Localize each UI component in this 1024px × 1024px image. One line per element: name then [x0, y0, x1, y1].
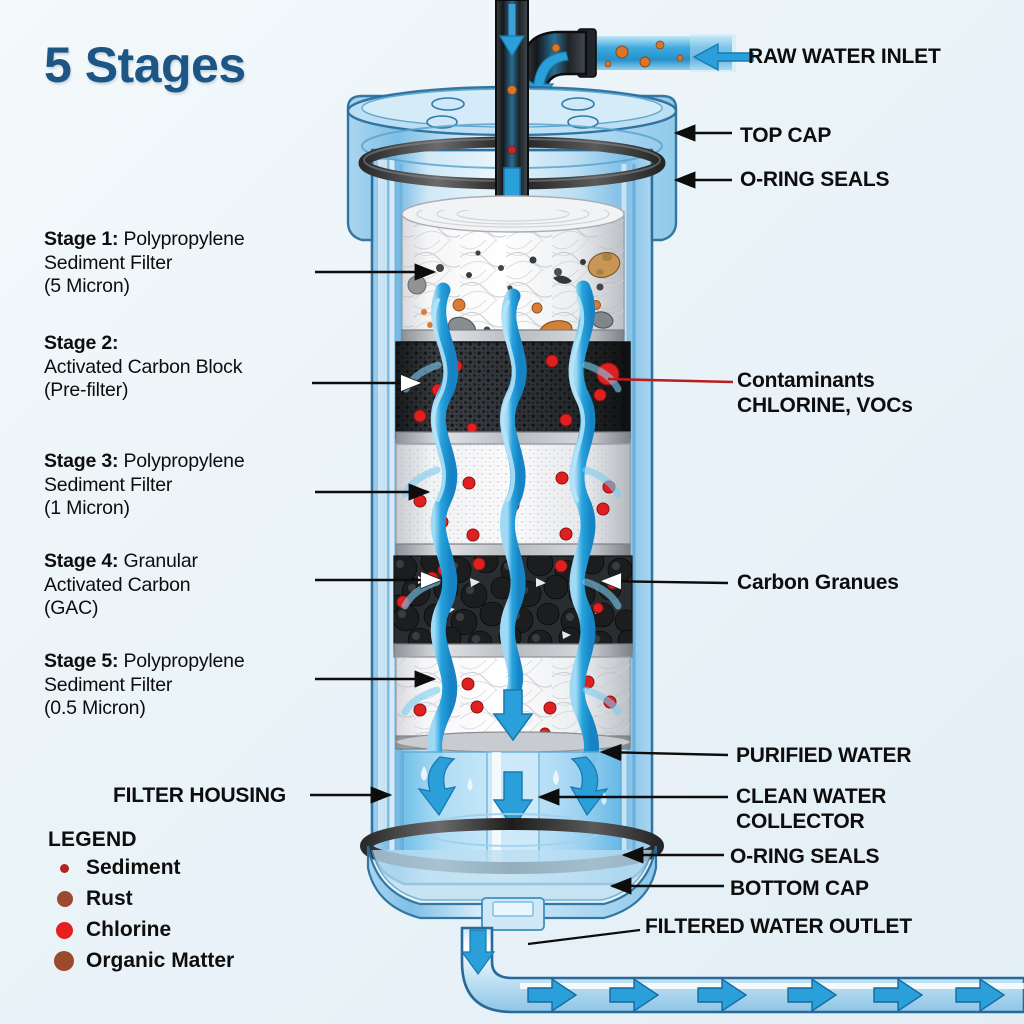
stage-4-desc: Granular	[123, 550, 198, 572]
legend-label-rust: Rust	[86, 887, 133, 910]
stage-5-label: Stage 5: Polypropylene Sediment Filter (…	[44, 650, 334, 721]
water-flow-streams	[427, 280, 599, 774]
stage-5-line3: (0.5 Micron)	[44, 697, 146, 719]
callout-top-cap: TOP CAP	[740, 124, 832, 147]
callout-contaminants: Contaminants CHLORINE, VOCs	[737, 368, 913, 418]
stage-5-desc: Polypropylene	[123, 650, 245, 672]
stage-4-line3: (GAC)	[44, 597, 99, 619]
contaminants-leader-line	[607, 377, 734, 384]
callout-o-ring-seals-bottom: O-RING SEALS	[730, 845, 880, 868]
stage-3-line3: (1 Micron)	[44, 497, 130, 519]
legend-item-organic-matter: Organic Matter	[48, 946, 234, 976]
stage-1-line2: Sediment Filter	[44, 251, 173, 274]
clean-water-chamber	[402, 751, 622, 867]
stage-2-label: Stage 2: Activated Carbon Block (Pre-fil…	[44, 332, 334, 403]
callout-contaminants-line1: Contaminants	[737, 369, 875, 392]
legend-dot-chlorine	[56, 921, 73, 939]
stage-3-name: Stage 3:	[44, 450, 119, 472]
callout-contaminants-line2: CHLORINE, VOCs	[737, 394, 913, 417]
callout-clean-water-line1: CLEAN WATER	[736, 785, 887, 808]
legend-item-chlorine: Chlorine	[48, 915, 234, 945]
stage-5-line2: Sediment Filter	[44, 673, 173, 696]
callout-filter-housing: FILTER HOUSING	[113, 784, 286, 807]
callout-raw-water-inlet: RAW WATER INLET	[748, 45, 941, 68]
callout-purified-water: PURIFIED WATER	[736, 744, 912, 767]
stage-2-line2: Activated Carbon Block	[44, 355, 243, 378]
stage-4-label: Stage 4: Granular Activated Carbon (GAC)	[44, 550, 334, 621]
callout-filtered-water-outlet: FILTERED WATER OUTLET	[645, 915, 912, 938]
stage-2-name: Stage 2:	[44, 332, 119, 354]
leader-lines-right	[527, 124, 732, 946]
callout-clean-water-collector: CLEAN WATER COLLECTOR	[736, 784, 886, 834]
stage-3-line2: Sediment Filter	[44, 473, 173, 496]
stage-1-line3: (5 Micron)	[44, 275, 130, 297]
legend-dot-sediment	[60, 863, 69, 873]
legend-title: LEGEND	[48, 828, 137, 851]
legend-item-rust: Rust	[48, 884, 234, 914]
leader-lines-left	[310, 263, 440, 804]
raw-water-inlet-pipe	[521, 28, 754, 110]
stage-4-line2: Activated Carbon	[44, 573, 191, 596]
stage-3-desc: Polypropylene	[123, 450, 245, 472]
legend-label-chlorine: Chlorine	[86, 918, 172, 941]
stage-1-label: Stage 1: Polypropylene Sediment Filter (…	[44, 228, 334, 299]
legend-item-sediment: Sediment	[48, 853, 234, 883]
callout-bottom-cap: BOTTOM CAP	[730, 877, 869, 900]
page-title: 5 Stages	[44, 37, 246, 93]
callout-carbon-granules: Carbon Granues	[737, 571, 899, 594]
stage-5-name: Stage 5:	[44, 650, 119, 672]
stage-3-label: Stage 3: Polypropylene Sediment Filter (…	[44, 450, 334, 521]
stage-1-name: Stage 1:	[44, 228, 119, 250]
legend-label-sediment: Sediment	[86, 856, 181, 879]
filtered-water-outlet-pipe	[460, 926, 1024, 1014]
water-flow-highlights	[431, 296, 586, 502]
legend-dot-rust	[57, 891, 73, 907]
callout-clean-water-line2: COLLECTOR	[736, 810, 865, 833]
stage-4-name: Stage 4:	[44, 550, 119, 572]
stage5-flow-arrow	[492, 689, 534, 742]
stage-2-line3: (Pre-filter)	[44, 379, 129, 401]
callout-o-ring-seals-top: O-RING SEALS	[740, 168, 890, 191]
legend-label-organic-matter: Organic Matter	[86, 949, 235, 972]
bottom-cap	[366, 845, 658, 931]
legend-dot-organic-matter	[54, 951, 74, 971]
stage-1-desc: Polypropylene	[123, 228, 245, 250]
legend: LEGEND Sediment Rust Chlorine Organic Ma…	[48, 828, 234, 976]
